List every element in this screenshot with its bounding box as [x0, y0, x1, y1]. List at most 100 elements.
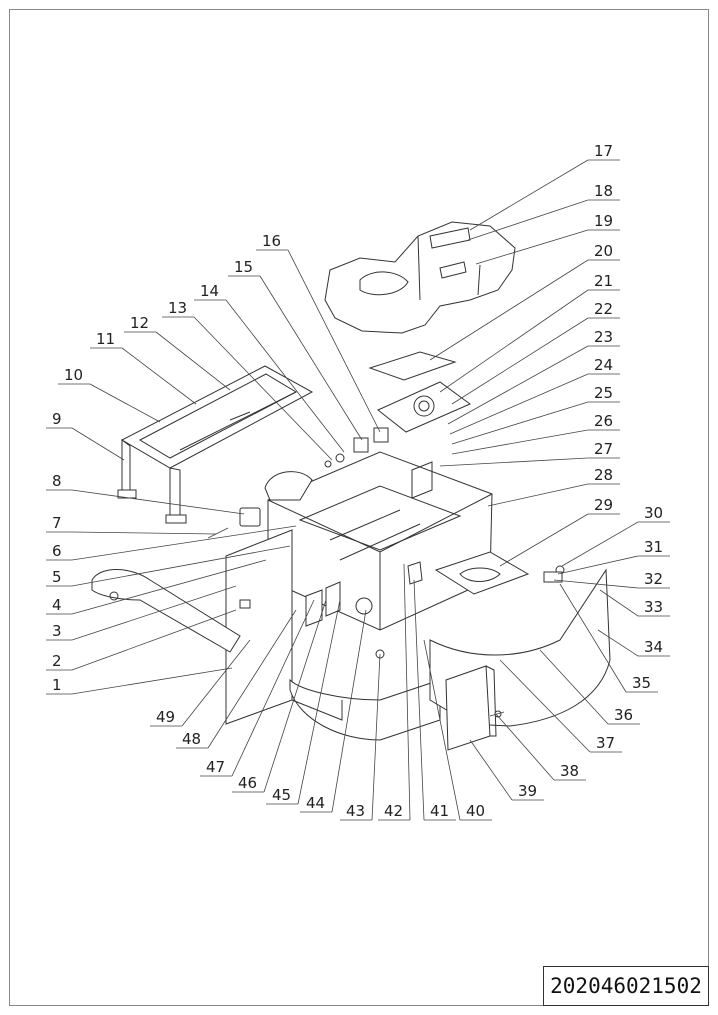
callout-label-38: 38 [560, 762, 579, 780]
callout-label-18: 18 [594, 182, 613, 200]
leader-line-20 [429, 259, 589, 361]
bolt-7-part [207, 527, 229, 539]
leader-lines [46, 159, 670, 821]
leader-line-10 [89, 383, 161, 423]
leader-line-14 [225, 299, 345, 453]
plate-part [368, 351, 457, 381]
callout-label-36: 36 [614, 706, 633, 724]
callout-label-25: 25 [594, 384, 613, 402]
callout-label-43: 43 [346, 802, 365, 820]
leader-line-37 [499, 659, 591, 753]
stand-frame-part [117, 365, 314, 524]
leader-line-1 [71, 667, 233, 695]
callout-label-15: 15 [234, 258, 253, 276]
callout-label-32: 32 [644, 570, 663, 588]
callout-label-12: 12 [130, 314, 149, 332]
leader-line-39 [469, 739, 513, 801]
callout-label-28: 28 [594, 466, 613, 484]
parts-drawing [91, 221, 611, 751]
leader-line-31 [557, 555, 639, 575]
callout-label-37: 37 [596, 734, 615, 752]
callout-label-42: 42 [384, 802, 403, 820]
leader-line-49 [181, 639, 251, 727]
callout-label-20: 20 [594, 242, 613, 260]
callout-label-9: 9 [52, 410, 62, 428]
callout-label-19: 19 [594, 212, 613, 230]
leader-line-48 [207, 609, 297, 749]
callout-label-11: 11 [96, 330, 115, 348]
callout-label-45: 45 [272, 786, 291, 804]
callout-label-16: 16 [262, 232, 281, 250]
leader-line-38 [495, 713, 555, 781]
leader-line-23 [447, 345, 589, 425]
callout-label-39: 39 [518, 782, 537, 800]
leader-line-40 [423, 639, 461, 821]
small-parts-group [305, 561, 423, 659]
callout-label-22: 22 [594, 300, 613, 318]
top-cover-part [324, 221, 516, 334]
callout-label-4: 4 [52, 596, 62, 614]
leader-line-28 [487, 483, 589, 507]
leader-line-15 [259, 275, 363, 441]
leader-line-44 [331, 609, 367, 813]
callout-label-46: 46 [238, 774, 257, 792]
leader-line-13 [193, 316, 333, 461]
leader-line-24 [449, 373, 589, 435]
leader-line-9 [71, 427, 125, 461]
front-cover-part [91, 569, 241, 653]
side-panel-part [225, 529, 293, 725]
leader-line-16 [287, 249, 381, 433]
leader-line-4 [71, 559, 267, 615]
leader-line-17 [469, 159, 589, 231]
leader-line-19 [475, 229, 589, 265]
leader-line-43 [371, 653, 381, 821]
callout-label-44: 44 [306, 794, 325, 812]
callout-label-1: 1 [52, 676, 62, 694]
leader-line-21 [439, 289, 589, 393]
leader-line-7 [71, 531, 217, 535]
callout-label-47: 47 [206, 758, 225, 776]
battery-tray-part [434, 551, 530, 595]
callout-label-33: 33 [644, 598, 663, 616]
leader-line-29 [499, 513, 589, 567]
leader-line-46 [263, 599, 327, 793]
leader-line-36 [539, 649, 609, 725]
callout-label-41: 41 [430, 802, 449, 820]
callout-label-48: 48 [182, 730, 201, 748]
callout-label-49: 49 [156, 708, 175, 726]
callout-label-31: 31 [644, 538, 663, 556]
callout-label-24: 24 [594, 356, 613, 374]
drawing-number: 202046021502 [543, 966, 709, 1006]
leader-line-18 [467, 199, 589, 241]
leader-line-25 [451, 401, 589, 445]
leader-line-47 [231, 599, 315, 777]
leader-line-30 [561, 521, 639, 567]
hardware-30-32-part [543, 565, 565, 583]
mounting-plate-part [377, 381, 471, 433]
callout-label-2: 2 [52, 652, 62, 670]
lower-base-part [289, 678, 441, 741]
callout-label-26: 26 [594, 412, 613, 430]
callout-label-30: 30 [644, 504, 663, 522]
leader-line-33 [599, 589, 639, 617]
callout-label-23: 23 [594, 328, 613, 346]
callout-label-21: 21 [594, 272, 613, 290]
leader-line-27 [439, 457, 589, 467]
callout-label-7: 7 [52, 514, 62, 532]
leader-line-41 [413, 579, 425, 821]
battery-block-part [445, 665, 505, 751]
leader-line-35 [559, 583, 627, 693]
leader-line-34 [597, 629, 639, 657]
callout-label-40: 40 [466, 802, 485, 820]
leader-line-42 [403, 563, 411, 821]
callout-label-35: 35 [632, 674, 651, 692]
callout-label-5: 5 [52, 568, 62, 586]
callout-label-17: 17 [594, 142, 613, 160]
leader-line-45 [297, 599, 341, 805]
callout-label-6: 6 [52, 542, 62, 560]
callout-label-8: 8 [52, 472, 62, 490]
leader-line-32 [553, 579, 639, 589]
bracket-8-part [239, 507, 261, 527]
leader-line-22 [451, 317, 589, 405]
